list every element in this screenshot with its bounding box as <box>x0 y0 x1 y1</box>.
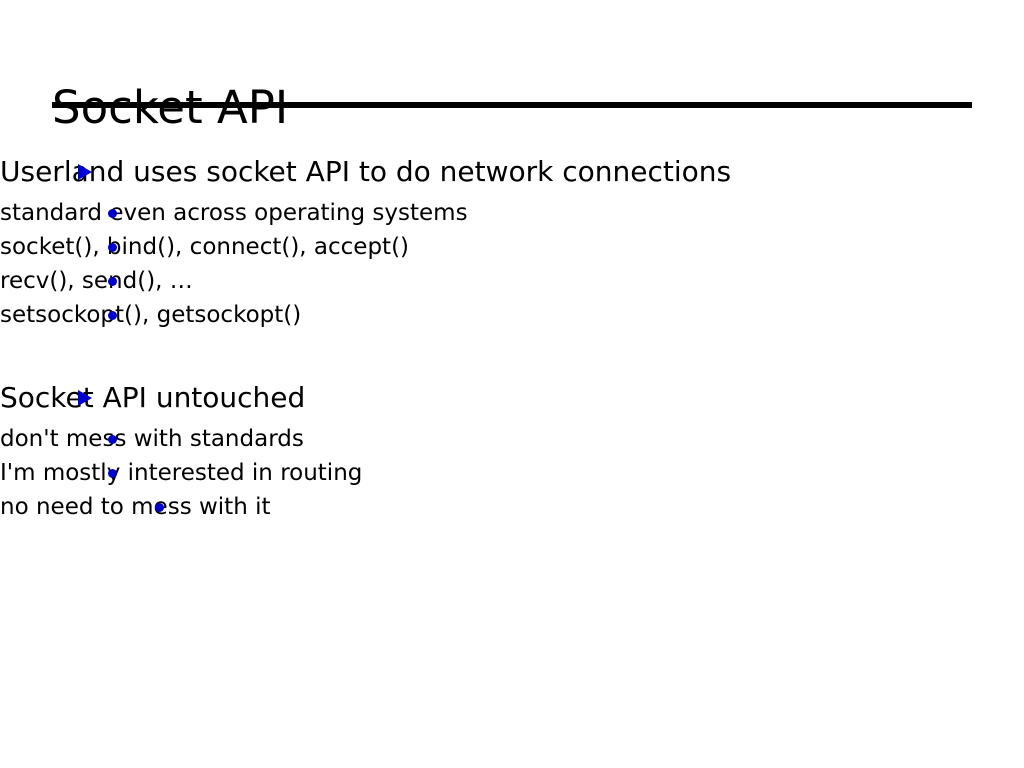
dot-icon <box>108 277 117 286</box>
group-spacer <box>0 332 1024 374</box>
dot-icon <box>155 503 164 512</box>
list-item-level2[interactable]: I'm mostly interested in routing <box>0 456 1024 490</box>
list-item-level1[interactable]: Socket API untouched <box>0 374 1024 422</box>
list-item-label: setsockopt(), getsockopt() <box>0 302 302 328</box>
list-item-label: Socket API untouched <box>0 381 306 414</box>
list-item-level2[interactable]: standard even across operating systems <box>0 196 1024 230</box>
slide-body: Userland uses socket API to do network c… <box>0 148 1024 524</box>
list-item-level2[interactable]: setsockopt(), getsockopt() <box>0 298 1024 332</box>
triangle-right-icon <box>78 164 92 180</box>
list-item-label: standard even across operating systems <box>0 200 468 226</box>
triangle-right-icon <box>78 390 92 406</box>
dot-icon <box>108 209 117 218</box>
list-item-level1[interactable]: Userland uses socket API to do network c… <box>0 148 1024 196</box>
list-item-level2[interactable]: socket(), bind(), connect(), accept() <box>0 230 1024 264</box>
outline-list: Userland uses socket API to do network c… <box>0 148 1024 524</box>
list-item-level2[interactable]: don't mess with standards <box>0 422 1024 456</box>
list-item-level3[interactable]: no need to mess with it <box>0 490 1024 524</box>
title-underline-rule <box>52 102 972 108</box>
list-item-label: recv(), send(), … <box>0 268 193 294</box>
page-title: Socket API <box>52 82 972 134</box>
list-item-label: Userland uses socket API to do network c… <box>0 155 732 188</box>
list-item-label: don't mess with standards <box>0 426 304 452</box>
list-item-label: socket(), bind(), connect(), accept() <box>0 234 410 260</box>
dot-icon <box>108 469 117 478</box>
list-item-level2[interactable]: recv(), send(), … <box>0 264 1024 298</box>
list-item-label: no need to mess with it <box>0 494 271 520</box>
dot-icon <box>108 243 117 252</box>
list-item-label: I'm mostly interested in routing <box>0 460 363 486</box>
dot-icon <box>108 311 117 320</box>
dot-icon <box>108 435 117 444</box>
